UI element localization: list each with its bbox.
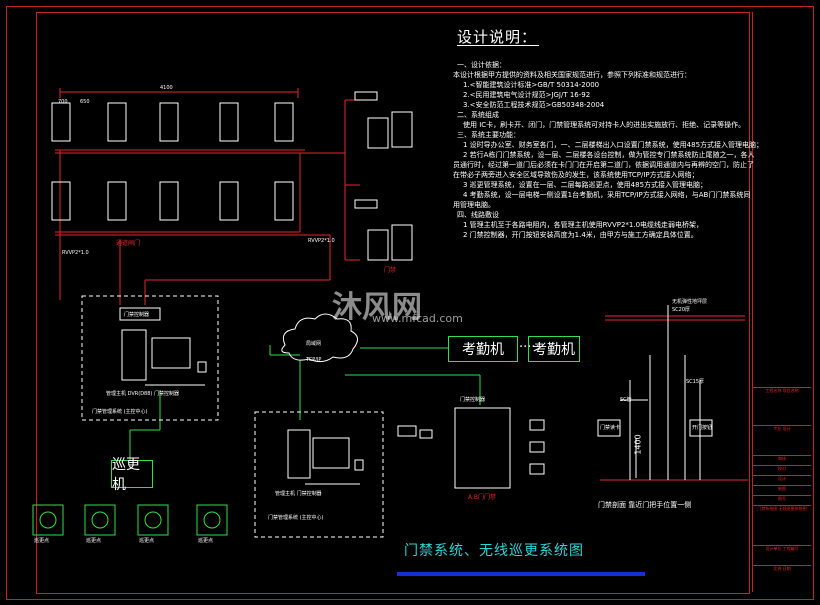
network-label: 局域网 [306,341,322,347]
notes-block: 一、设计依据： 本设计根据甲方提供的资料及相关国家规范进行，参照下列标准和规范进… [453,60,764,240]
section-caption: 门禁剖面 靠近门把手位置一侧 [598,501,692,509]
notes-title: 设计说明： [457,28,538,46]
note-line: 1.<智能建筑设计标准>GB/T 50314-2000 [463,81,600,89]
section-label-right: 开门按钮 [692,425,713,431]
drawing-frame [36,12,750,594]
title-cell: 校对 [753,465,811,476]
section-label-top2: SC20厚 [672,307,691,313]
title-block: 工程名称 项目名称 专业 设计 审核 校对 设计 制图 图号 门禁系统图 无线巡… [752,12,811,592]
ab-door-label: A.B门门禁 [468,494,497,501]
note-line: 在带必子两旁进入安全区域导致伤及的发生，该系统使用TCP/IP方式接入网络； [453,171,699,179]
patrol-point-label: 巡更点 [86,538,102,544]
watermark-brand: 沐风网 [332,290,422,325]
pc2-caption: 管理主机 门禁控制器 [275,491,322,497]
note-line: 用管理电脑。 [453,201,495,209]
note-line: 3 巡更管理系统，设置在一层、二层每路巡更点，使用485方式接入管理电脑； [463,181,708,189]
patrol-point-label: 巡更点 [139,538,155,544]
note-line: 一、设计依据： [457,61,506,69]
dimension-small-b: 650 [80,99,90,105]
title-underline [397,572,645,576]
cable-label: RVVP2*1.0 [308,238,335,244]
dimension-label: 4100 [160,85,173,91]
title-cell: 专业 设计 [753,425,811,456]
section-height-dim: 1400 [633,434,643,455]
note-line: 三、系统主要功能： [457,131,520,139]
note-line: 3.<安全防范工程技术规范>GB50348-2004 [463,101,605,109]
note-line: 使用 IC卡，刷卡开、闭门，门禁管理系统可对持卡人的进出实施放行、拒绝、记录等操… [463,121,746,129]
control-center-box-2 [254,411,384,538]
turnstile-area-label: 通道闸门 [116,240,141,247]
dimension-small-a: 700 [58,99,68,105]
note-line: 1 管理主机至于各路电阻内，各管理主机使用RVVP2*1.0电缆线走弱电桥架， [463,221,704,229]
cable-label: RVVP2*1.0 [62,250,89,256]
note-line: 四、线路敷设 [457,211,499,219]
pc1-screen-label: 门禁控制器 [124,312,150,318]
patrol-point-label: 巡更点 [198,538,214,544]
title-cell: 设计单位 工程编号 [753,545,811,566]
dots-connector: ····· [519,340,540,355]
note-line: 本设计根据甲方提供的资料及相关国家规范进行，参照下列标准和规范进行： [453,71,691,79]
pc1-box-caption: 门禁管理系统 (主控中心) [92,409,148,415]
network-cloud [281,313,358,363]
note-line: 2.<民用建筑电气设计规范>JGJ/T 16-92 [463,91,591,99]
note-line: 2 门禁控制器，开门按钮安装高度为1.4米，由甲方与施工方确定具体位置。 [463,231,698,239]
title-cell: 工程名称 项目名称 [753,387,811,426]
note-line: 员通行时，经过第一道门后必须在卡门门在开启第二道门，依据调用通道内与再辨的空门，… [453,161,754,169]
title-cell: 门禁系统图 无线巡更系统图 [753,505,811,546]
reader-label: 门禁 [384,267,397,274]
attendance-machine-a: 考勤机 [448,336,518,362]
title-cell: 制图 [753,485,811,496]
patrol-point-label: 巡更点 [34,538,50,544]
network-protocol: TCP/IP [306,357,322,363]
section-label-mid2: SC管 [620,397,632,403]
title-cell: 图号 [753,495,811,506]
control-center-box [81,295,219,421]
title-cell: 比例 日期 [753,565,811,593]
note-line: 4 考勤系统，设一层电梯一侧设置1台考勤机，采用TCP/IP方式接入网络，与AB… [463,191,751,199]
outer-frame [6,6,814,600]
note-line: 2 若行A栋门门禁系统，设一层、二层楼各设台控制，做为管控专门禁系统防止尾随之一… [463,151,755,159]
section-label-top: 无机弹性地坪层 [672,299,708,305]
watermark-url: www.mfcad.com [372,312,463,325]
section-label-left: 门禁读卡 [600,425,621,431]
patrol-machine: 巡更机 [111,457,153,493]
pc2-box-caption: 门禁管理系统 (主控中心) [268,515,324,521]
controller-label: 门禁控制器 [460,397,486,403]
attendance-machine-b: 考勤机 [528,336,580,362]
title-cell: 审核 [753,455,811,466]
note-line: 二、系统组成 [457,111,499,119]
pc1-caption: 管理主机 DVR(D88) 门禁控制器 [106,391,179,397]
note-line: 1 设时导办公室、财务室各门，一、二层楼梯出入口设置门禁系统，使用485方式接入… [463,141,764,149]
notes-title-underline [457,45,539,46]
section-label-mid: SC15厚 [686,379,705,385]
title-cell: 设计 [753,475,811,486]
drawing-title: 门禁系统、无线巡更系统图 [404,543,584,559]
